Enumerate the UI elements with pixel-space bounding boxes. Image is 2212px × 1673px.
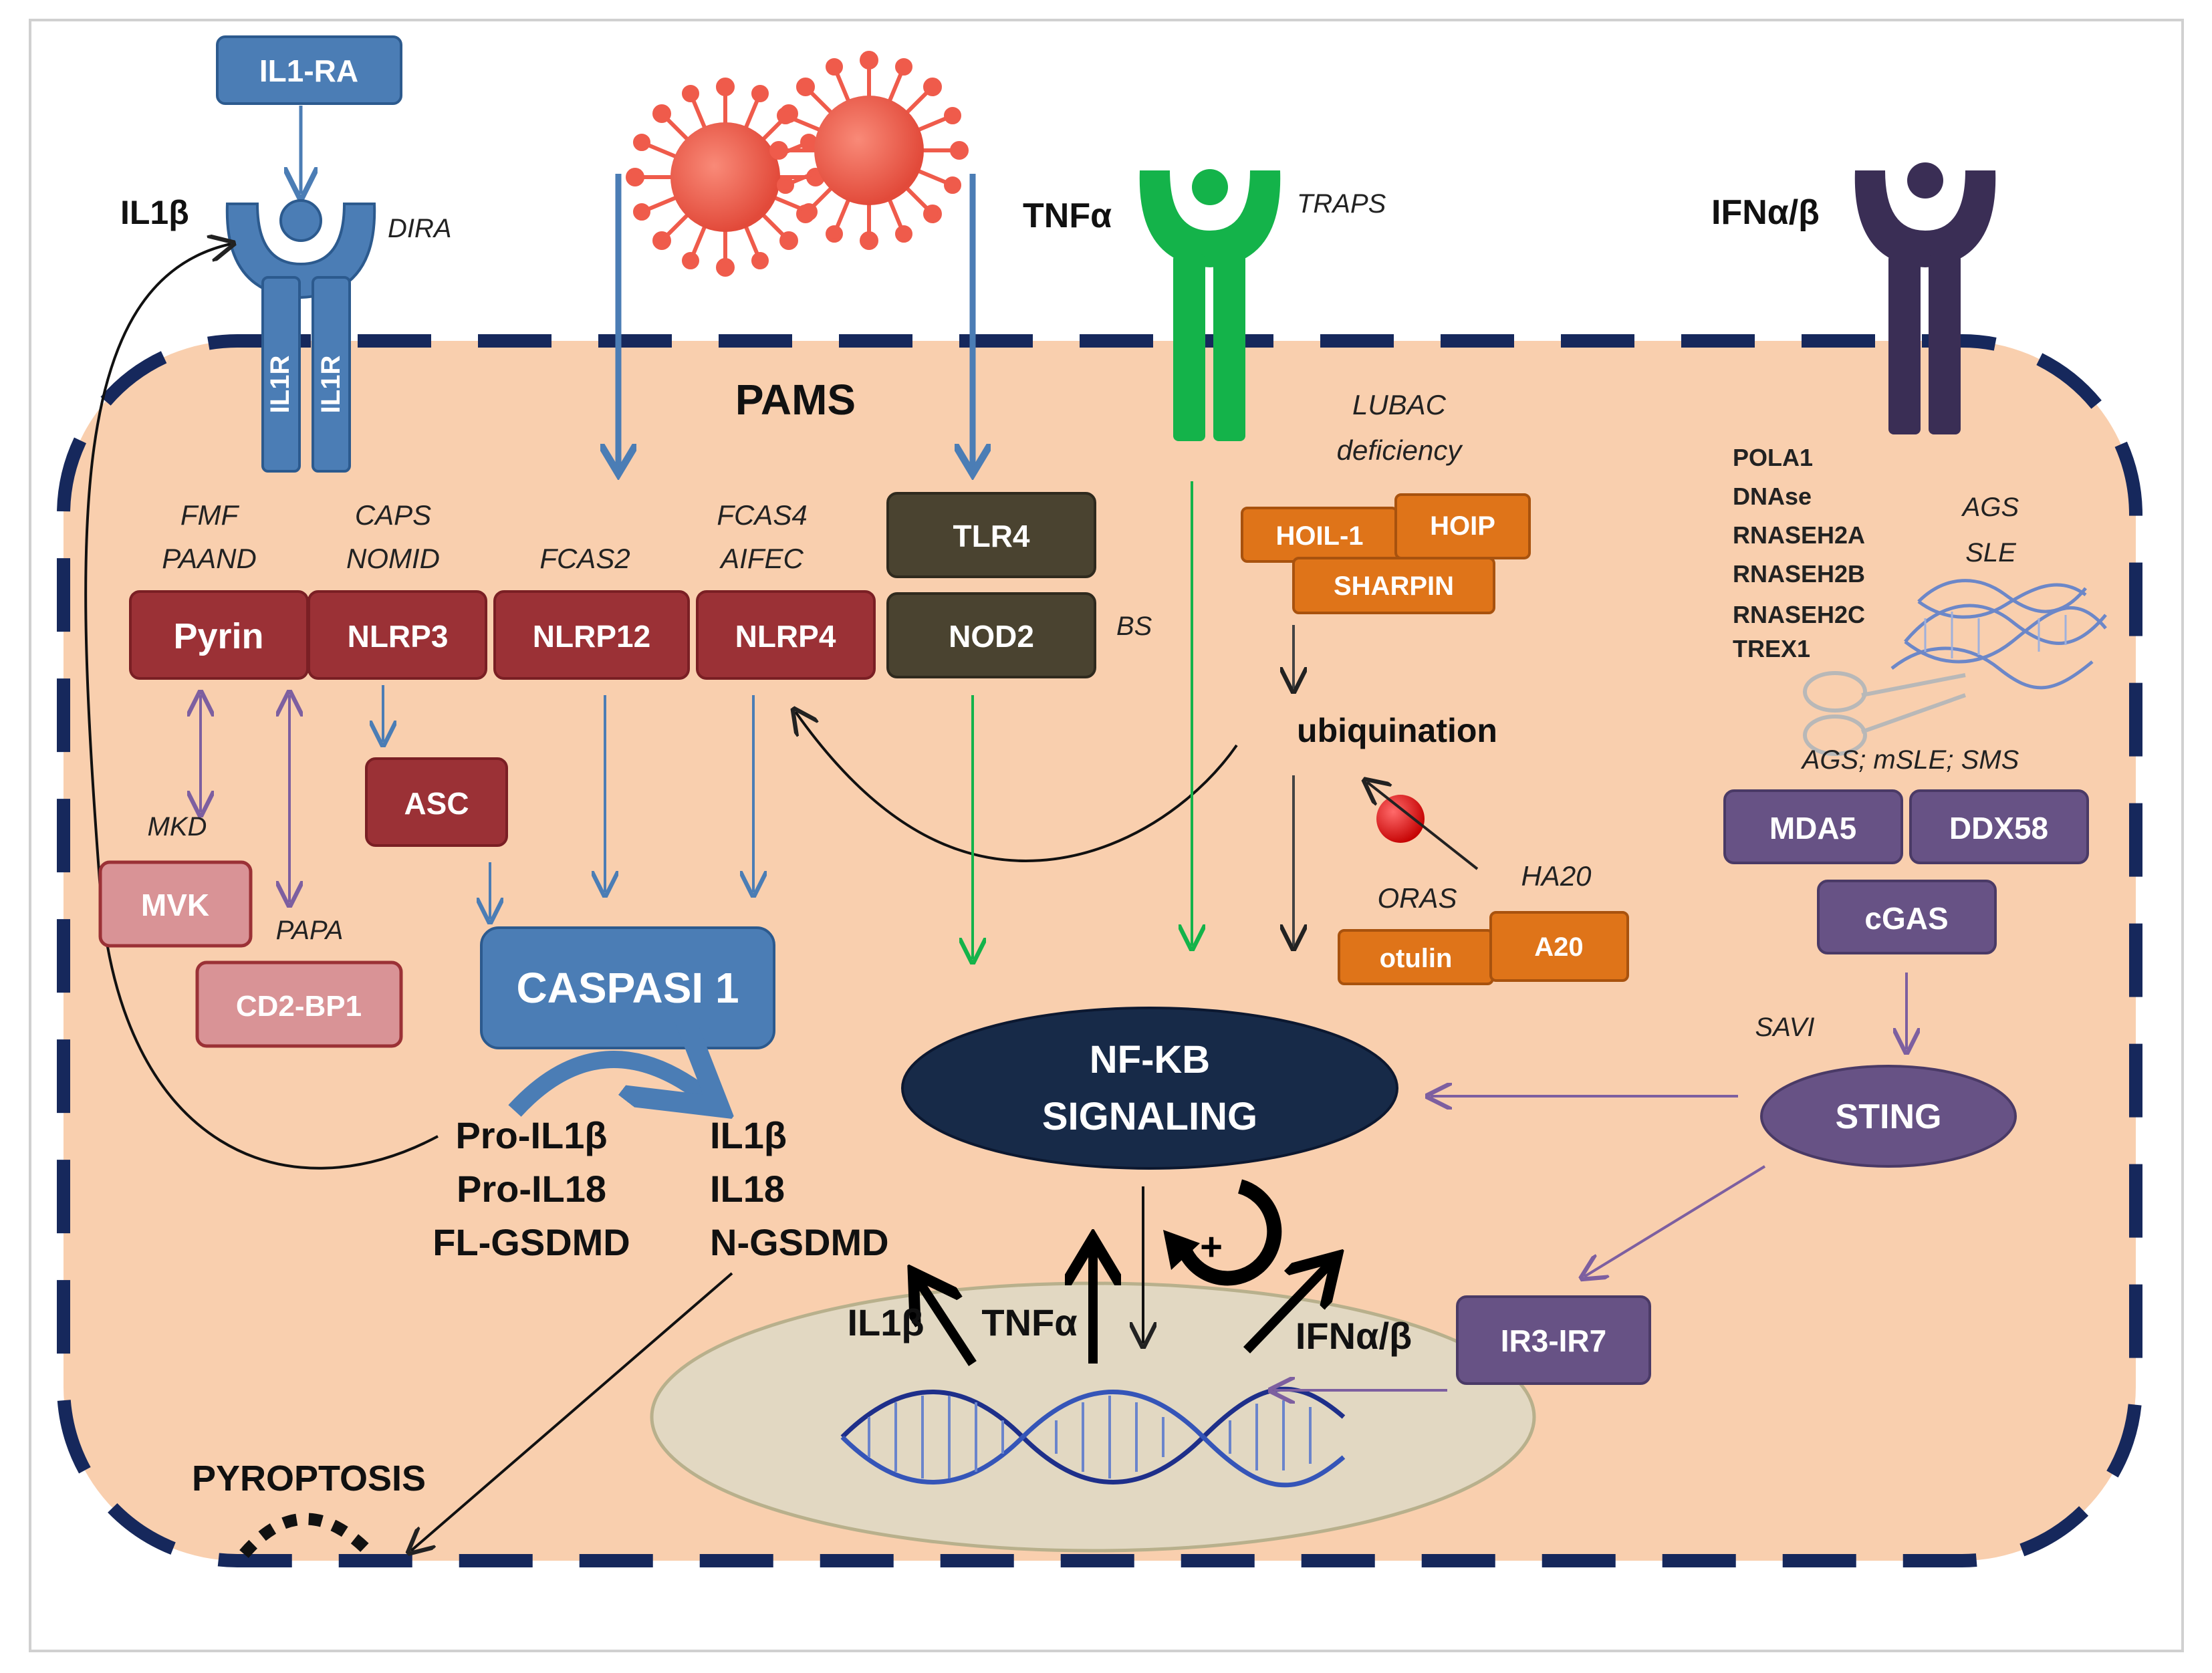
sharpin-label: SHARPIN: [1334, 571, 1454, 601]
fcas2-label: FCAS2: [539, 543, 630, 574]
output-il1b-label: IL1β: [847, 1301, 924, 1343]
ddx58-label: DDX58: [1949, 811, 2048, 846]
mkd-label: MKD: [148, 812, 207, 842]
ir3-ir7-label: IR3-IR7: [1501, 1323, 1606, 1358]
inhibitor-dot-icon: [1376, 795, 1425, 843]
nlrp12-label: NLRP12: [533, 619, 650, 654]
asc-label: ASC: [404, 786, 469, 821]
il1ra-label: IL1-RA: [259, 53, 358, 88]
il1b-receptor-label: IL1β: [120, 194, 189, 231]
gene-rnaseh2a: RNASEH2A: [1733, 521, 1865, 549]
gene-trex1: TREX1: [1733, 635, 1810, 662]
pro-il18: Pro-IL18: [457, 1168, 606, 1210]
nlrp3-label: NLRP3: [348, 619, 449, 654]
pyroptosis-label: PYROPTOSIS: [192, 1458, 426, 1499]
gene-pola1: POLA1: [1733, 444, 1813, 471]
ifn-receptor-icon: [1854, 162, 1996, 434]
cgas-label: cGAS: [1864, 901, 1948, 936]
gene-rnaseh2c: RNASEH2C: [1733, 601, 1865, 628]
plus-label: +: [1200, 1225, 1223, 1269]
il1r-left-label: IL1R: [265, 356, 295, 414]
caps-label: CAPS: [355, 499, 431, 531]
nfkb-label-line1: NF-KB: [1090, 1038, 1210, 1081]
nlrp3-box: [308, 590, 487, 680]
gene-dnase: DNAse: [1733, 483, 1812, 510]
nod2-box: [886, 592, 1096, 678]
ddx58-box: [1909, 789, 2089, 864]
bs-label: BS: [1116, 612, 1152, 641]
ags-label: AGS: [1961, 493, 2019, 522]
dira-label: DIRA: [388, 214, 452, 243]
pro-il1b: Pro-IL1β: [455, 1114, 607, 1156]
nomid-label: NOMID: [346, 543, 440, 574]
fcas4-label: FCAS4: [717, 499, 807, 531]
tnfa-receptor-label: TNFα: [1023, 197, 1112, 235]
active-il1b: IL1β: [710, 1114, 787, 1156]
pams-label: PAMS: [735, 376, 856, 424]
nfkb-label-line2: SIGNALING: [1042, 1095, 1257, 1138]
nlrp4-label: NLRP4: [735, 619, 836, 654]
ubiquination-label: ubiquination: [1297, 712, 1497, 749]
il1ra-box: [216, 35, 402, 105]
a20-label: A20: [1534, 932, 1583, 962]
mvk-label: MVK: [141, 888, 209, 922]
hoil1-label: HOIL-1: [1275, 521, 1363, 551]
ifn-receptor-label: IFNα/β: [1711, 193, 1820, 232]
oras-label: ORAS: [1377, 882, 1457, 914]
output-tnfa-label: TNFα: [981, 1301, 1077, 1343]
tnf-receptor-icon: [1139, 169, 1281, 441]
il1r-right-label: IL1R: [316, 356, 346, 414]
nlrp4-box: [696, 590, 876, 680]
a20-box: [1489, 911, 1629, 982]
dna-scissors-icon: [1803, 579, 2107, 756]
traps-label: TRAPS: [1297, 189, 1386, 219]
caspasi1-label: CASPASI 1: [516, 964, 739, 1012]
mvk-box: [98, 860, 253, 948]
asc-box: [365, 757, 508, 847]
fmf-label: FMF: [180, 499, 240, 531]
lubac-label-line2: deficiency: [1337, 434, 1464, 466]
hoip-label: HOIP: [1430, 511, 1495, 541]
sharpin-box: [1292, 557, 1495, 614]
virus-icon: [626, 51, 969, 277]
tlr4-box: [886, 492, 1096, 578]
mda5-label: MDA5: [1769, 811, 1856, 846]
sting-label: STING: [1836, 1098, 1942, 1136]
ags-msle-sms-label: AGS; mSLE; SMS: [1801, 745, 2019, 775]
sting-node: [1760, 1065, 2017, 1168]
aifec-label: AIFEC: [719, 543, 804, 574]
active-il18: IL18: [710, 1168, 785, 1210]
nlrp12-box: [493, 590, 690, 680]
cgas-box: [1817, 880, 1997, 954]
mda5-box: [1723, 789, 1903, 864]
n-gsdmd: N-GSDMD: [710, 1221, 889, 1263]
tlr4-label: TLR4: [953, 519, 1030, 553]
sle-label: SLE: [1965, 538, 2017, 567]
paand-label: PAAND: [162, 543, 257, 574]
output-ifn-label: IFNα/β: [1296, 1315, 1412, 1357]
papa-label: PAPA: [276, 916, 344, 945]
cd2bp1-label: CD2-BP1: [236, 990, 362, 1023]
nod2-label: NOD2: [949, 619, 1034, 654]
fl-gsdmd: FL-GSDMD: [433, 1221, 630, 1263]
lubac-label-line1: LUBAC: [1352, 389, 1447, 420]
ir3-ir7-box: [1456, 1295, 1651, 1385]
positive-feedback-icon: [1163, 1179, 1282, 1286]
nfkb-signaling-node: [901, 1007, 1398, 1170]
ha20-label: HA20: [1521, 860, 1592, 892]
savi-label: SAVI: [1755, 1013, 1815, 1042]
pyrin-label: Pyrin: [173, 616, 263, 656]
il1r-receptor-icon: [225, 199, 376, 473]
gene-rnaseh2b: RNASEH2B: [1733, 560, 1865, 588]
otulin-label: otulin: [1380, 944, 1453, 973]
cd2bp1-box: [195, 960, 403, 1048]
